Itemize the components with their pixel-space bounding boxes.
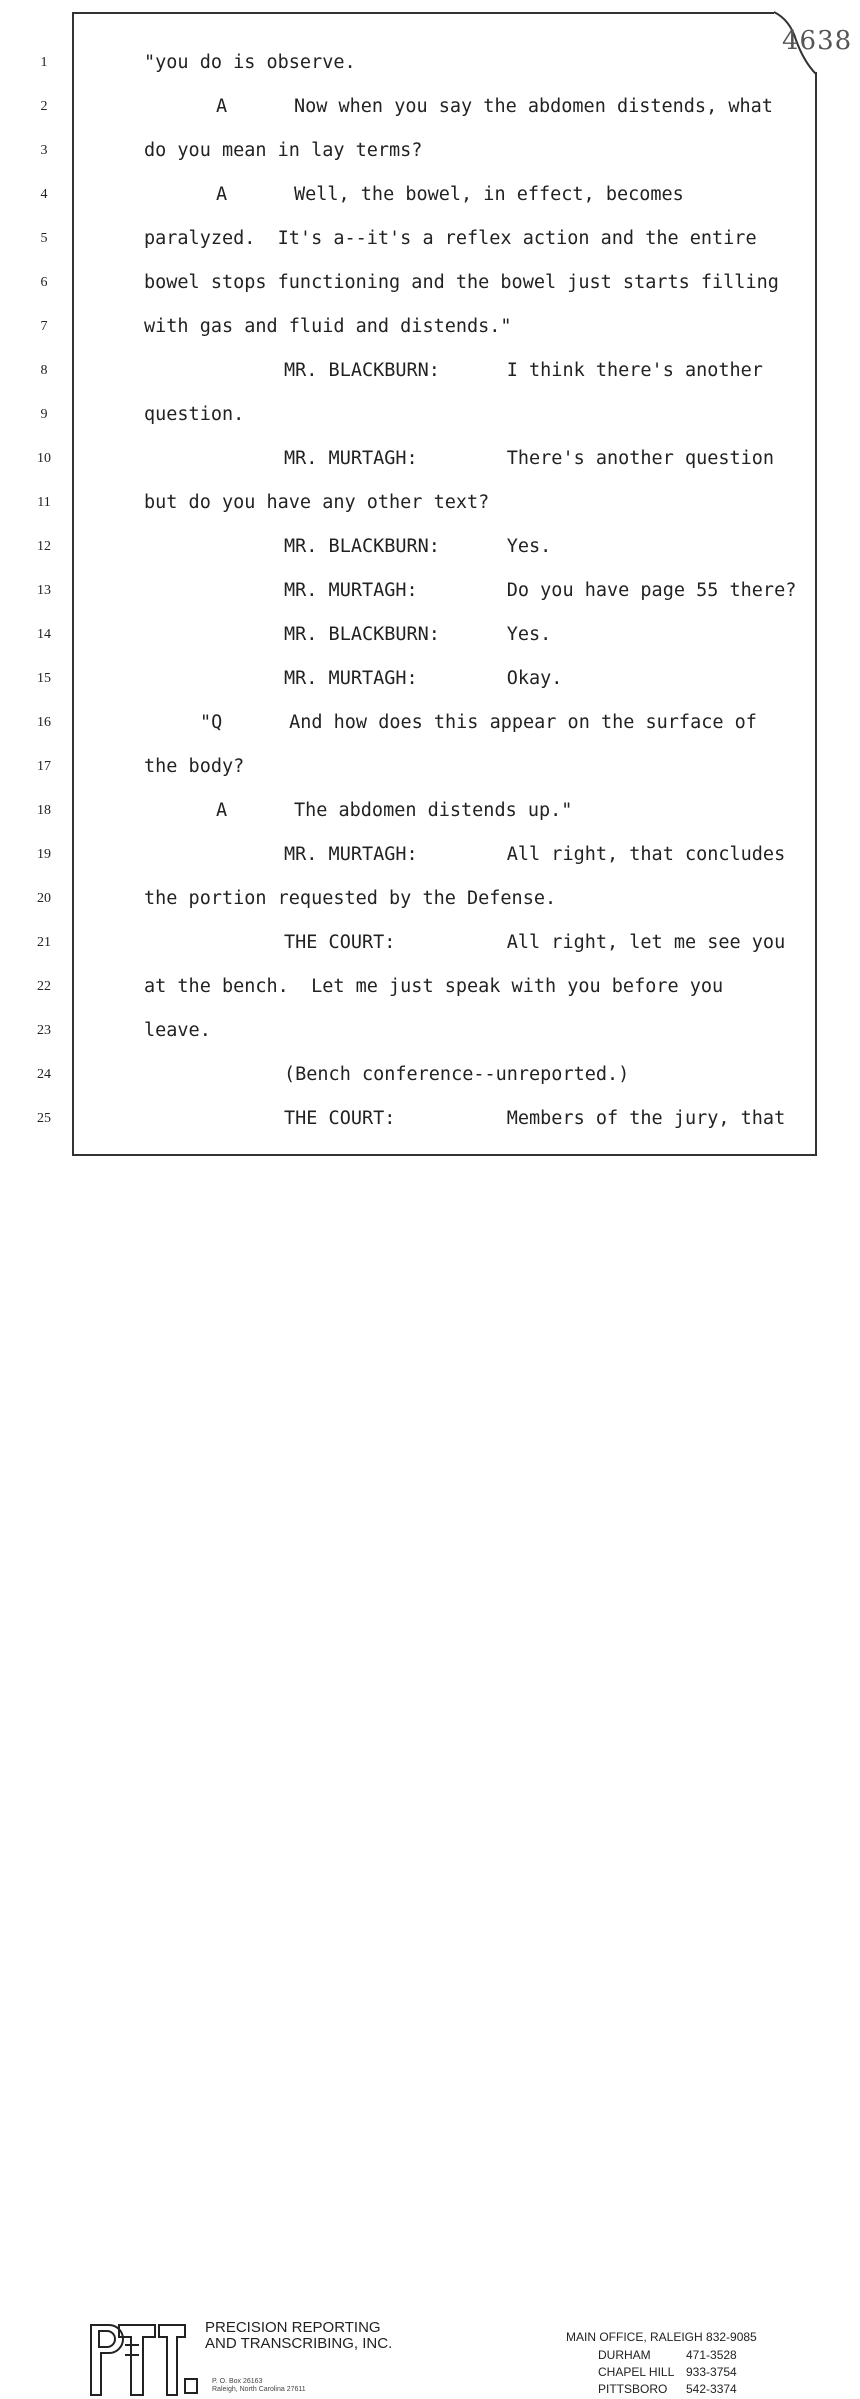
line-number: 20 [37, 891, 51, 906]
line-number: 25 [37, 1111, 51, 1126]
transcript-line: but do you have any other text? [144, 492, 490, 513]
transcript-line: MR. MURTAGH: There's another question [284, 448, 775, 469]
line-number: 9 [40, 407, 48, 422]
bottom-border [72, 1154, 817, 1156]
line-number: 22 [37, 979, 51, 994]
line-number: 13 [37, 583, 51, 598]
footer: PRECISION REPORTING AND TRANSCRIBING, IN… [0, 1158, 860, 2396]
transcript-line: THE COURT: All right, let me see you [284, 932, 786, 953]
company-line-2: AND TRANSCRIBING, INC. [205, 2335, 393, 2352]
transcript-line: paralyzed. It's a--it's a reflex action … [144, 228, 757, 249]
transcript-line: with gas and fluid and distends." [144, 316, 512, 337]
transcript-line: MR. BLACKBURN: I think there's another [284, 360, 763, 381]
office-city: DURHAM [598, 2348, 651, 2362]
line-number: 23 [37, 1023, 51, 1038]
line-number: 6 [40, 275, 48, 290]
office-phone: 933-3754 [686, 2365, 737, 2379]
transcript-line: bowel stops functioning and the bowel ju… [144, 272, 779, 293]
line-number: 15 [37, 671, 51, 686]
transcript-line: A The abdomen distends up." [216, 800, 573, 821]
line-number: 21 [37, 935, 51, 950]
line-number: 8 [40, 363, 48, 378]
transcript-line: A Now when you say the abdomen distends,… [216, 96, 773, 117]
transcript-line: "Q And how does this appear on the surfa… [200, 712, 757, 733]
office-city: PITTSBORO [598, 2382, 668, 2396]
line-number: 12 [37, 539, 51, 554]
line-number: 4 [40, 187, 48, 202]
address-line-1: P. O. Box 26163 [212, 2378, 263, 2385]
transcript-line: MR. BLACKBURN: Yes. [284, 624, 552, 645]
transcript-line: do you mean in lay terms? [144, 140, 423, 161]
transcript-line: "you do is observe. [144, 52, 356, 73]
line-number: 16 [37, 715, 51, 730]
line-number: 5 [40, 231, 48, 246]
company-name: PRECISION REPORTING AND TRANSCRIBING, IN… [205, 2320, 392, 2352]
transcript-line: MR. MURTAGH: All right, that concludes [284, 844, 786, 865]
line-number: 17 [37, 759, 51, 774]
page-number: 4638 [782, 26, 853, 56]
office-phone: 471-3528 [686, 2348, 737, 2362]
line-number: 10 [37, 451, 51, 466]
address-line-2: Raleigh, North Carolina 27611 [212, 2386, 306, 2393]
line-number: 24 [37, 1067, 51, 1082]
main-office: MAIN OFFICE, RALEIGH 832-9085 [566, 2330, 757, 2344]
line-number: 7 [40, 319, 48, 334]
transcript-line: the portion requested by the Defense. [144, 888, 557, 909]
pt-logo-icon [90, 2324, 198, 2396]
transcript-line: the body? [144, 756, 245, 777]
transcript-line: at the bench. Let me just speak with you… [144, 976, 724, 997]
line-number: 14 [37, 627, 51, 642]
top-border [74, 12, 774, 14]
company-line-1: PRECISION REPORTING [205, 2319, 381, 2336]
transcript-line: (Bench conference--unreported.) [284, 1064, 630, 1085]
transcript-line: MR. MURTAGH: Do you have page 55 there? [284, 580, 797, 601]
office-city: CHAPEL HILL [598, 2365, 675, 2379]
line-number: 2 [40, 99, 48, 114]
line-number: 3 [40, 143, 48, 158]
line-number: 18 [37, 803, 51, 818]
right-border [815, 72, 817, 1155]
transcript-line: MR. BLACKBURN: Yes. [284, 536, 552, 557]
line-number: 11 [37, 495, 51, 510]
office-phone: 542-3374 [686, 2382, 737, 2396]
left-margin-rule [72, 12, 74, 1155]
folded-corner-icon [773, 11, 817, 75]
line-number: 1 [40, 55, 48, 70]
line-number: 19 [37, 847, 51, 862]
transcript-line: THE COURT: Members of the jury, that [284, 1108, 786, 1129]
company-address: P. O. Box 26163 Raleigh, North Carolina … [212, 2378, 306, 2394]
transcript-line: leave. [144, 1020, 211, 1041]
transcript-line: MR. MURTAGH: Okay. [284, 668, 563, 689]
transcript-line: question. [144, 404, 245, 425]
transcript-line: A Well, the bowel, in effect, becomes [216, 184, 684, 205]
